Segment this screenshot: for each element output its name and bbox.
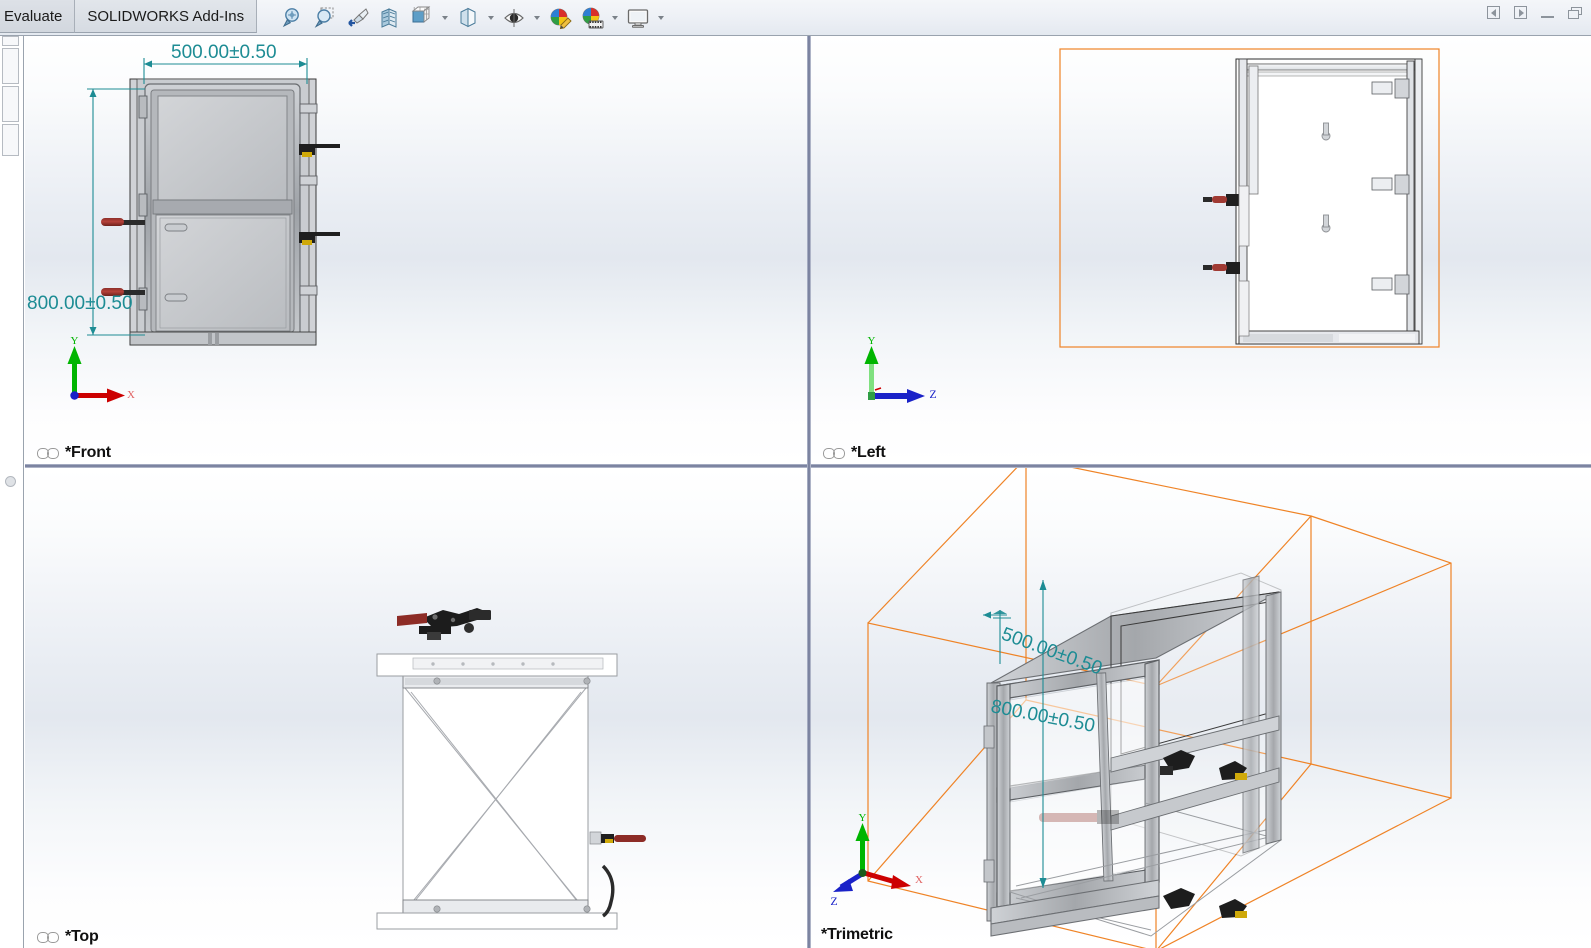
panel-stub-4 [2,124,19,156]
view-toolbar [279,0,667,36]
tab-evaluate[interactable]: Evaluate [0,0,76,33]
svg-text:Y: Y [71,335,79,347]
top-toolbar: Evaluate SOLIDWORKS Add-Ins [0,0,1591,36]
front-model-graphic [87,58,340,346]
edit-appearance-icon[interactable] [545,3,575,33]
display-style-dropdown-caret[interactable] [485,3,497,33]
top-model-graphic [376,608,646,930]
svg-text:Y: Y [859,812,867,824]
svg-text:Z: Z [830,894,837,908]
trimetric-model-graphic: Y X Z [830,468,1452,948]
svg-text:Z: Z [929,387,936,401]
panel-stub-3 [2,86,19,122]
minimize-button[interactable] [1539,4,1556,21]
ribbon-tab-group: Evaluate SOLIDWORKS Add-Ins [0,0,258,33]
viewport-left[interactable]: Y Z *Left [811,36,1591,464]
left-model-graphic [1059,48,1440,348]
link-icon [37,447,59,459]
scroll-left-button[interactable] [1485,4,1502,21]
zoom-to-fit-icon[interactable] [279,3,309,33]
link-icon [823,447,845,459]
tab-solidworks-add-ins[interactable]: SOLIDWORKS Add-Ins [75,0,258,33]
top-view-label-text: *Top [65,928,99,945]
view-orientation-icon[interactable] [407,3,437,33]
svg-text:X: X [127,389,135,401]
trimetric-view-label: *Trimetric [821,926,893,944]
tab-evaluate-label: Evaluate [4,7,63,25]
section-view-icon[interactable] [375,3,405,33]
feature-manager-collapsed-panel[interactable] [0,36,24,948]
left-view-label: *Left [823,444,886,462]
panel-stub-2 [2,48,19,84]
viewport-front[interactable]: 500.00±0.50 800.00±0.50 Y X *Front [25,36,807,464]
front-view-triad: Y X [43,335,135,416]
left-view-label-text: *Left [851,444,886,461]
zoom-to-area-icon[interactable] [311,3,341,33]
panel-splitter-handle[interactable] [5,476,16,487]
tab-solidworks-add-ins-label: SOLIDWORKS Add-Ins [87,7,245,25]
front-view-label: *Front [37,444,111,462]
front-view-label-text: *Front [65,444,111,461]
apply-scene-icon[interactable] [577,3,607,33]
left-view-triad: Y Z [841,335,941,416]
apply-scene-dropdown-caret[interactable] [609,3,621,33]
svg-text:X: X [915,874,923,886]
front-height-dimension[interactable]: 800.00±0.50 [27,293,133,314]
trimetric-view-label-text: *Trimetric [821,926,893,943]
hide-show-items-icon[interactable] [499,3,529,33]
view-settings-icon[interactable] [623,3,653,33]
front-width-dimension[interactable]: 500.00±0.50 [171,42,277,63]
viewport-top[interactable]: X Z *Top [25,468,807,948]
panel-stub-1 [2,36,19,46]
previous-view-icon[interactable] [343,3,373,33]
hide-show-items-dropdown-caret[interactable] [531,3,543,33]
window-controls [1485,4,1583,21]
restore-button[interactable] [1566,4,1583,21]
view-orientation-dropdown-caret[interactable] [439,3,451,33]
vertical-viewport-splitter[interactable] [807,36,811,948]
viewport-grid: 500.00±0.50 800.00±0.50 Y X *Front [25,36,1591,948]
svg-text:Y: Y [868,335,876,347]
display-style-icon[interactable] [453,3,483,33]
top-view-label: *Top [37,928,99,946]
view-settings-dropdown-caret[interactable] [655,3,667,33]
link-icon [37,931,59,943]
scroll-right-button[interactable] [1512,4,1529,21]
viewport-trimetric[interactable]: Y X Z 500.00±0.50 800.00±0.50 *Trimetric [811,468,1591,948]
